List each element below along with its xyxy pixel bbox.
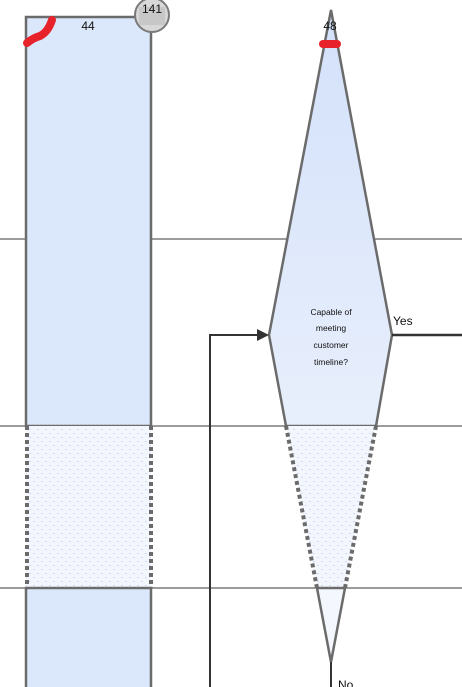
process-box-ghost xyxy=(26,426,151,588)
process-box-top[interactable] xyxy=(24,15,153,428)
arrowhead-icon xyxy=(257,329,269,341)
diamond-bottom-tip[interactable] xyxy=(315,586,347,663)
yes-label: Yes xyxy=(393,314,413,328)
decision-id: 48 xyxy=(323,19,337,33)
no-label: No xyxy=(338,678,354,687)
diamond-ghost-half xyxy=(286,426,376,588)
process-box-id: 44 xyxy=(81,19,95,33)
process-box-bottom[interactable] xyxy=(24,586,153,687)
connector-incoming[interactable] xyxy=(209,334,259,687)
connectors[interactable]: Yes No xyxy=(209,314,462,687)
decision-diamond[interactable]: 48 Capable of meeting customer timeline? xyxy=(267,9,394,663)
process-box[interactable]: 44 141 xyxy=(23,0,170,687)
decision-question-line-1: Capable of xyxy=(310,307,352,317)
process-box-badge[interactable]: 141 xyxy=(134,0,170,33)
badge-texture-icon xyxy=(139,7,165,25)
decision-question-line-4: timeline? xyxy=(314,357,348,367)
decision-question-line-2: meeting xyxy=(316,323,347,333)
badge-label: 141 xyxy=(142,2,162,16)
process-box-marker-icon xyxy=(23,16,56,47)
decision-question-line-3: customer xyxy=(314,340,349,350)
